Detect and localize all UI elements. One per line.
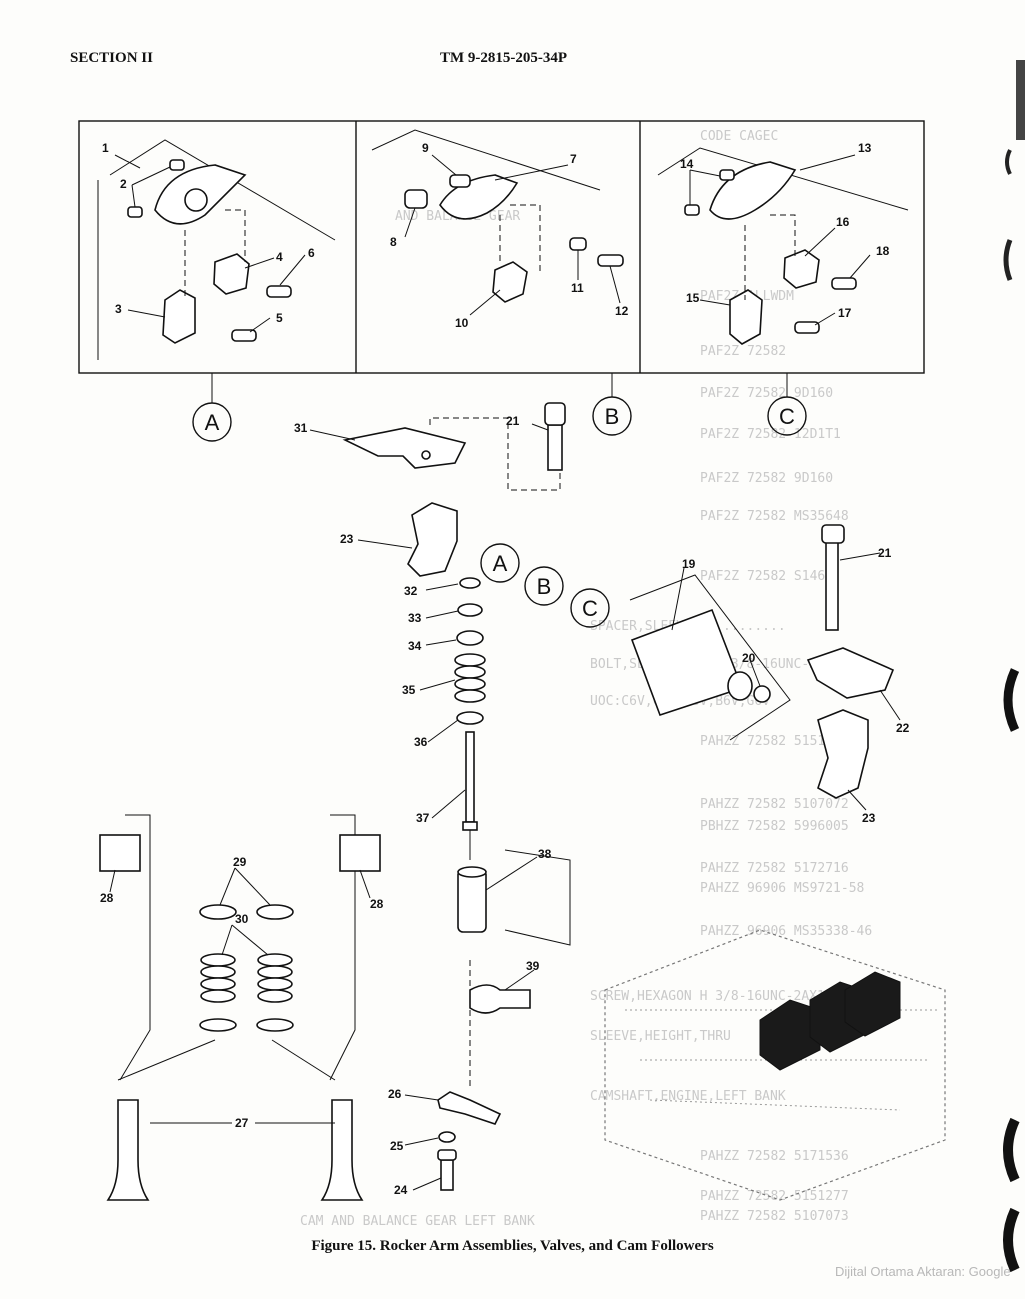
svg-text:PBHZZ 72582 5996005: PBHZZ 72582 5996005 [700, 819, 849, 834]
svg-text:SCREW,HEXAGON H 3/8-16UNC-2AX: SCREW,HEXAGON H 3/8-16UNC-2AX1 [590, 989, 825, 1004]
svg-text:PAHZZ 72582 5151212: PAHZZ 72582 5151212 [700, 734, 849, 749]
svg-text:B: B [537, 574, 552, 599]
callout-28-right: 28 [370, 897, 384, 911]
callout-26: 26 [388, 1087, 402, 1101]
callout-27: 27 [235, 1116, 249, 1130]
callout-19: 19 [682, 557, 696, 571]
callout-32: 32 [404, 584, 418, 598]
callout-20: 20 [742, 651, 756, 665]
leader-lines [109, 154, 901, 1191]
callout-25: 25 [390, 1139, 404, 1153]
callout-17: 17 [838, 306, 852, 320]
figure-caption: Figure 15. Rocker Arm Assemblies, Valves… [311, 1238, 714, 1254]
callout-22: 22 [896, 721, 910, 735]
callout-1: 1 [102, 141, 109, 155]
center-stack [342, 402, 571, 1191]
svg-text:CAMSHAFT,ENGINE,LEFT BANK: CAMSHAFT,ENGINE,LEFT BANK [590, 1089, 786, 1104]
callout-23-right: 23 [862, 811, 876, 825]
svg-text:PAHZZ 72582 5172716: PAHZZ 72582 5172716 [700, 861, 849, 876]
callout-4: 4 [276, 250, 283, 264]
binding-marks [1003, 60, 1025, 1273]
detail-a-rocker-arm [97, 139, 336, 360]
svg-text:PAF2Z 72582 12D1T1: PAF2Z 72582 12D1T1 [700, 427, 841, 442]
callout-28: 28 [100, 891, 114, 905]
callout-30: 30 [235, 912, 249, 926]
svg-text:PAHZZ 72582 5107073: PAHZZ 72582 5107073 [700, 1209, 849, 1224]
callout-labels: 1 2 3 4 5 6 7 8 9 10 11 12 13 14 15 16 1… [100, 141, 910, 1197]
callout-36: 36 [414, 735, 428, 749]
view-circle-b: B [524, 566, 564, 606]
callout-24: 24 [394, 1183, 408, 1197]
callout-9: 9 [422, 141, 429, 155]
callout-10: 10 [455, 316, 469, 330]
svg-text:SLEEVE,HEIGHT,THRU: SLEEVE,HEIGHT,THRU [590, 1029, 731, 1044]
svg-text:CAM AND BALANCE GEAR LEFT BANK: CAM AND BALANCE GEAR LEFT BANK [300, 1214, 535, 1229]
right-shaft-assembly [629, 524, 895, 799]
valve-spring-35 [454, 653, 486, 703]
callout-37: 37 [416, 811, 430, 825]
callout-29: 29 [233, 855, 247, 869]
view-circle-c-top: C [767, 396, 807, 436]
callout-18: 18 [876, 244, 890, 258]
detail-frames [78, 120, 925, 403]
callout-33: 33 [408, 611, 422, 625]
digitization-watermark: Dijital Ortama Aktaran: Google [835, 1264, 1011, 1279]
svg-text:A: A [493, 551, 508, 576]
callout-13: 13 [858, 141, 872, 155]
svg-text:A: A [205, 410, 220, 435]
callout-7: 7 [570, 152, 577, 166]
svg-text:PAF2Z 72582: PAF2Z 72582 [700, 344, 786, 359]
engine-locator-illustration [604, 929, 946, 1201]
svg-text:B: B [605, 404, 620, 429]
svg-text:PAHZZ 72582 5151277: PAHZZ 72582 5151277 [700, 1189, 849, 1204]
svg-text:PAHZZ 72582 5171536: PAHZZ 72582 5171536 [700, 1149, 849, 1164]
detail-b-rocker-arm [371, 129, 624, 303]
svg-text:PAF2Z 72582 9D160: PAF2Z 72582 9D160 [700, 471, 833, 486]
view-circle-a-top: A [192, 402, 232, 442]
callout-15: 15 [686, 291, 700, 305]
view-circle-c: C [570, 588, 610, 628]
svg-text:PAHZZ 72582 5107072: PAHZZ 72582 5107072 [700, 797, 849, 812]
view-circle-b-top: B [592, 396, 632, 436]
left-valve-assemblies [99, 814, 381, 1201]
view-circle-a: A [480, 543, 520, 583]
callout-31: 31 [294, 421, 308, 435]
svg-text:PAHZZ 96906 MS9721-58: PAHZZ 96906 MS9721-58 [700, 881, 864, 896]
detail-c-rocker-arm [657, 147, 909, 345]
valve-springs-left [200, 953, 293, 1003]
callout-5: 5 [276, 311, 283, 325]
svg-text:PAF2Z 72582 9D160: PAF2Z 72582 9D160 [700, 386, 833, 401]
svg-text:C: C [582, 596, 598, 621]
callout-12: 12 [615, 304, 629, 318]
callout-11: 11 [571, 281, 584, 295]
callout-8: 8 [390, 235, 397, 249]
callout-34: 34 [408, 639, 422, 653]
callout-6: 6 [308, 246, 315, 260]
callout-21-right: 21 [878, 546, 892, 560]
svg-text:CODE CAGEC: CODE CAGEC [700, 129, 778, 144]
callout-35: 35 [402, 683, 416, 697]
section-header: SECTION II [70, 50, 153, 66]
svg-text:PAF2Z 72582 MS35648: PAF2Z 72582 MS35648 [700, 509, 849, 524]
callout-16: 16 [836, 215, 850, 229]
callout-38: 38 [538, 847, 552, 861]
svg-text:C: C [779, 404, 795, 429]
callout-21: 21 [506, 414, 520, 428]
callout-3: 3 [115, 302, 122, 316]
technical-manual-number: TM 9-2815-205-34P [440, 50, 568, 66]
callout-39: 39 [526, 959, 540, 973]
svg-text:PAHZZ 96906 MS35338-46: PAHZZ 96906 MS35338-46 [700, 924, 872, 939]
callout-14: 14 [680, 157, 694, 171]
callout-2: 2 [120, 177, 127, 191]
callout-23: 23 [340, 532, 354, 546]
svg-text:PAF2Z 72582 S1460: PAF2Z 72582 S1460 [700, 569, 833, 584]
